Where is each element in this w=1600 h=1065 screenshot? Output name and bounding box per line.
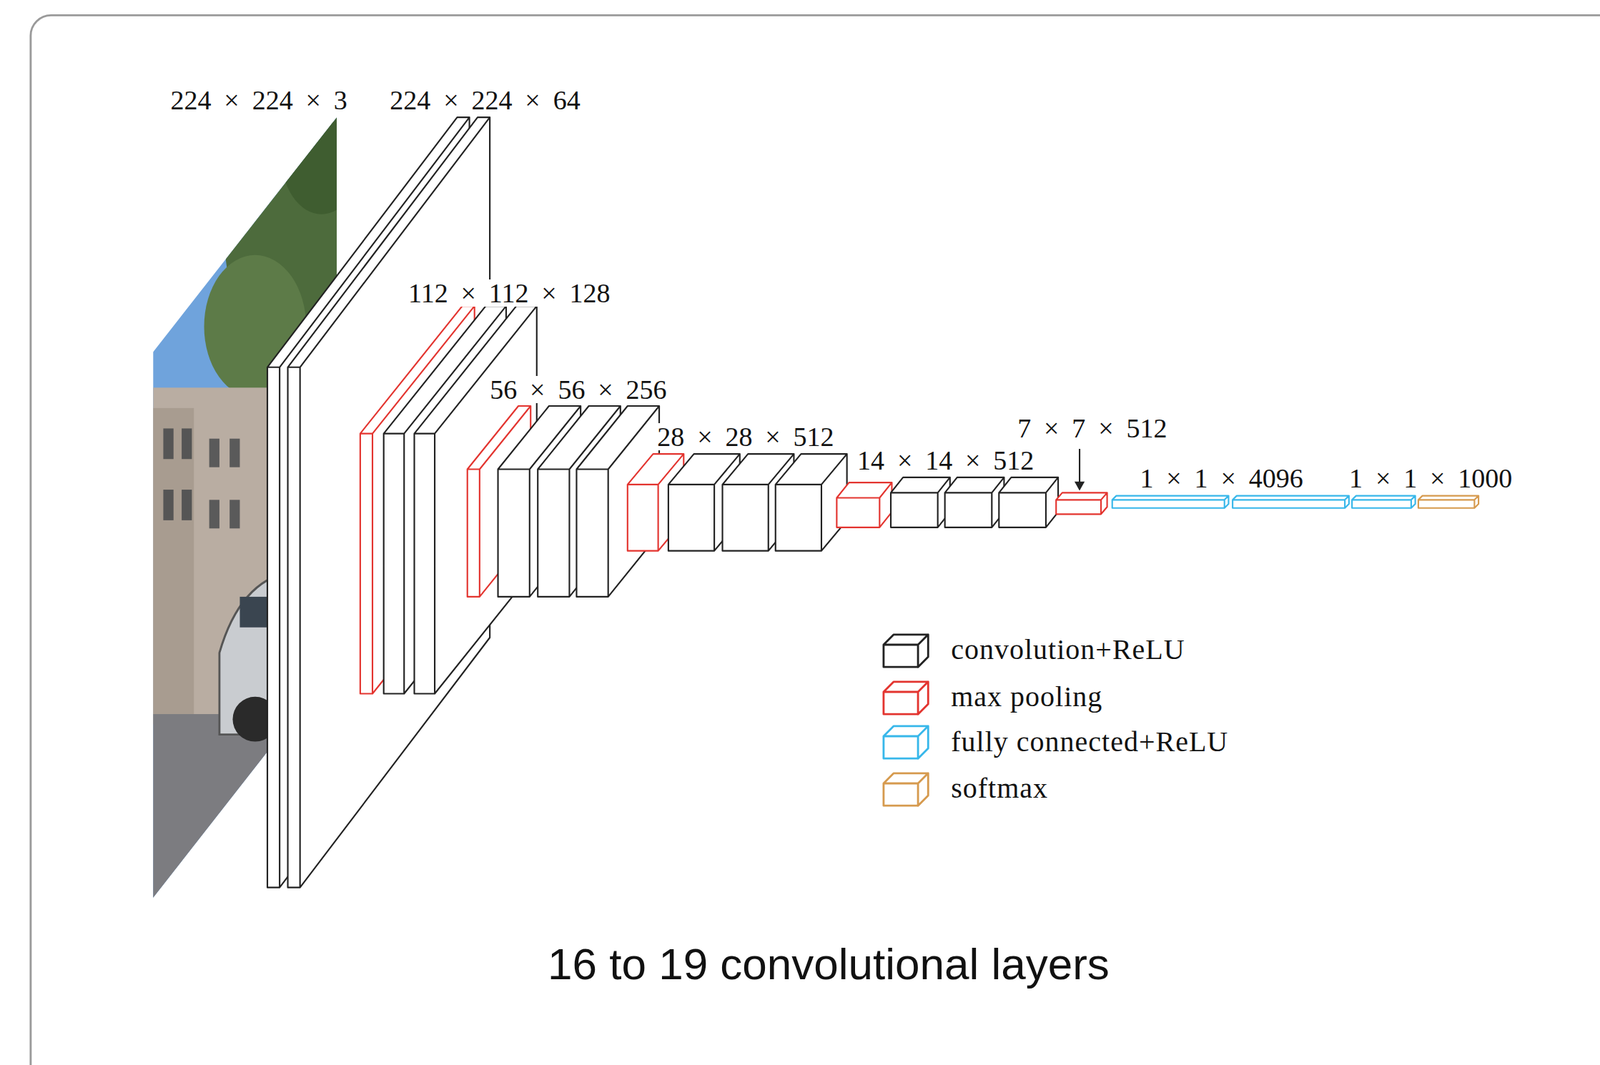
legend-text: fully connected+ReLU: [950, 726, 1229, 758]
dimension-label: 7 × 7 × 512: [1015, 414, 1169, 442]
caption: 16 to 19 convolutional layers: [547, 937, 1110, 991]
dimension-label: 1 × 1 × 1000: [1346, 464, 1515, 492]
layer-blocks: [267, 117, 1479, 888]
legend-text: softmax: [950, 772, 1049, 805]
dimension-label: 224 × 224 × 64: [387, 86, 582, 114]
dimension-label: 56 × 56 × 256: [487, 376, 669, 404]
dimension-label: 28 × 28 × 512: [654, 423, 836, 451]
legend-swatch: [881, 679, 933, 717]
legend-text: convolution+ReLU: [950, 634, 1185, 666]
dimension-label: 112 × 112 × 128: [406, 279, 612, 307]
legend-swatch: [881, 771, 933, 808]
frame: [30, 15, 1600, 1065]
legend-text: max pooling: [950, 681, 1103, 713]
legend-swatch: [881, 632, 933, 670]
pointer-arrow: [1074, 448, 1085, 492]
dimension-label: 1 × 1 × 4096: [1137, 464, 1305, 492]
dimension-label: 14 × 14 × 512: [855, 446, 1036, 474]
dimension-label: 224 × 224 × 3: [168, 86, 350, 114]
legend-swatch: [881, 724, 933, 761]
